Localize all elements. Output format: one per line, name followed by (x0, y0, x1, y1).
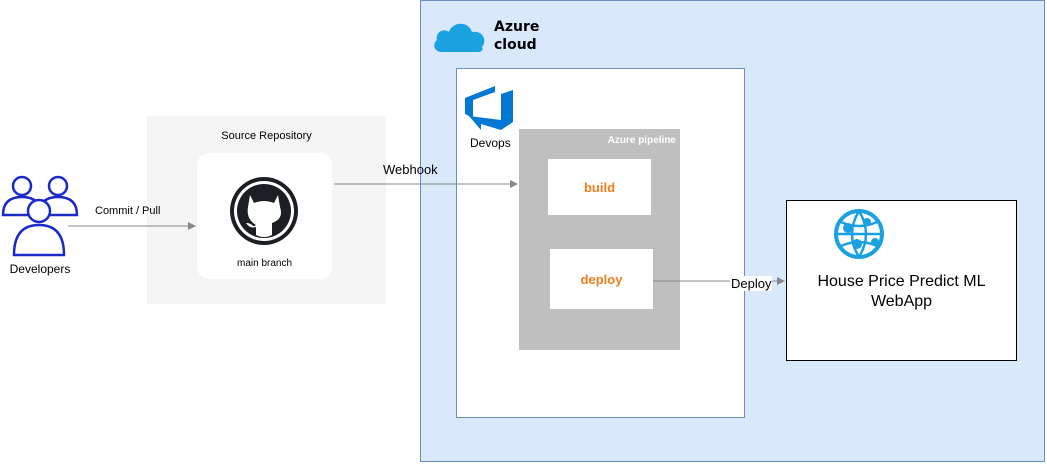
deploy-edge-label: Deploy (730, 276, 773, 291)
build-stage: build (548, 159, 651, 215)
github-icon (230, 177, 298, 245)
deploy-stage: deploy (550, 249, 653, 309)
developers-label: Developers (9, 262, 71, 276)
azure-devops-icon (465, 86, 513, 130)
webapp-container (786, 200, 1017, 361)
webapp-label: House Price Predict ML WebApp (817, 273, 986, 310)
commit-pull-label: Commit / Pull (95, 205, 161, 217)
main-branch-label: main branch (236, 258, 293, 269)
devops-label: Devops (470, 136, 511, 150)
azure-cloud-title: Azure cloud (494, 19, 540, 53)
source-repository-title: Source Repository (221, 130, 312, 142)
deploy-stage-label: deploy (580, 271, 623, 287)
azure-pipeline-title: Azure pipeline (607, 135, 676, 146)
build-stage-label: build (583, 179, 616, 195)
azure-cloud-icon (434, 23, 485, 52)
users-icon (1, 175, 79, 257)
web-app-globe-icon (834, 209, 884, 259)
webhook-label: Webhook (383, 162, 438, 177)
